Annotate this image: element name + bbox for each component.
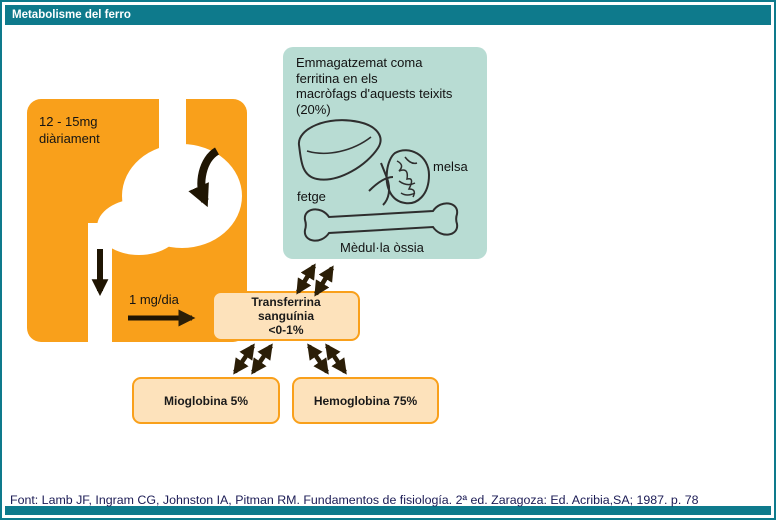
stomach-shape	[88, 99, 242, 342]
exchange-arrow-hemoglobin-2	[325, 343, 347, 375]
spleen-icon	[385, 149, 431, 205]
stomach-curved-arrow	[188, 147, 220, 208]
storage-description: Emmagatzemat coma ferritina en els macrò…	[296, 55, 453, 117]
exchange-arrow-storage-1	[296, 263, 316, 295]
exchange-arrow-myoglobin-1	[233, 343, 255, 375]
exchange-arrow-myoglobin-2	[251, 343, 273, 375]
title-bar: Metabolisme del ferro	[5, 5, 771, 25]
storage-panel: Emmagatzemat coma ferritina en els macrò…	[283, 47, 487, 259]
spleen-label: melsa	[433, 159, 468, 174]
transferrin-node: Transferrina sanguínia <0-1%	[212, 291, 360, 341]
liver-icon	[297, 119, 382, 181]
liver-label: fetge	[297, 189, 326, 204]
citation-text: Font: Lamb JF, Ingram CG, Johnston IA, P…	[10, 493, 699, 507]
intake-panel: 12 - 15mg diàriament	[27, 99, 247, 342]
page-title: Metabolisme del ferro	[12, 9, 131, 21]
bone-icon	[303, 202, 459, 242]
flow-rate-label: 1 mg/dia	[129, 292, 179, 307]
myoglobin-node: Mioglobina 5%	[132, 377, 280, 424]
stomach-illustration	[88, 99, 242, 342]
bone-marrow-label: Mèdul·la òssia	[340, 240, 424, 255]
exchange-arrow-hemoglobin-1	[307, 343, 329, 375]
splenic-vessels	[368, 162, 394, 206]
hemoglobin-node: Hemoglobina 75%	[292, 377, 439, 424]
footer-bar	[5, 506, 771, 515]
intake-amount-label: 12 - 15mg diàriament	[39, 114, 100, 146]
organs-illustration	[297, 119, 459, 242]
